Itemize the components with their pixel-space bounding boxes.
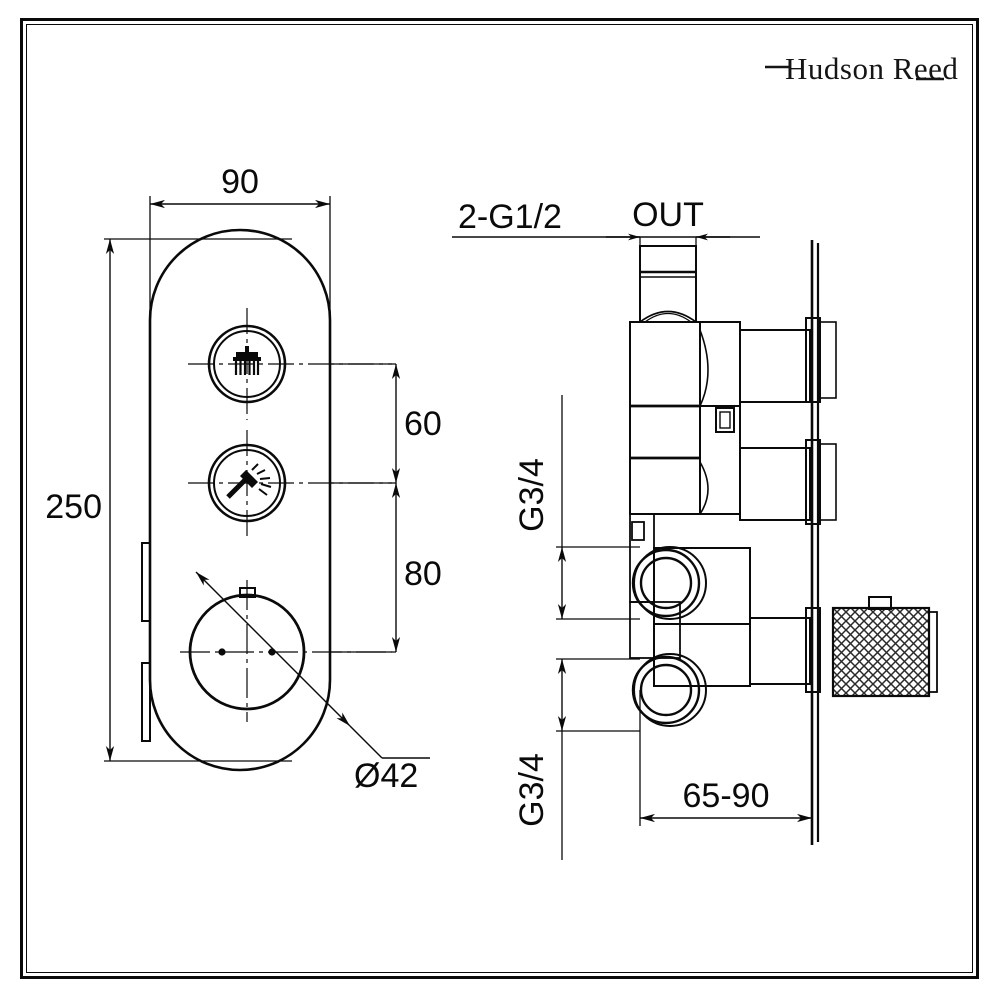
lower-cartridge [749, 607, 821, 693]
dimension-label-90: 90 [221, 163, 259, 201]
dimension-label-out: OUT [632, 196, 704, 234]
dimension-spacing-60: 60 [330, 363, 442, 484]
faceplate-side-tabs [141, 542, 151, 742]
valve-body-upper [629, 321, 741, 515]
faceplate-outline [148, 228, 332, 772]
front-view-centrelines [180, 308, 392, 722]
dimension-upper-g34: G3/4 [513, 395, 640, 620]
outlet-pipe [639, 245, 697, 323]
dimension-label-2-g1-2: 2-G1/2 [458, 198, 562, 236]
upper-cartridge [739, 317, 837, 403]
dimension-outlet: OUT [606, 196, 730, 252]
dimension-label-60: 60 [404, 405, 442, 443]
knurled-handle[interactable] [831, 596, 938, 698]
wall-mounting-plate [810, 240, 820, 845]
handheld-shower-icon [226, 463, 272, 499]
dimension-label-g34-lower: G3/4 [513, 753, 551, 827]
brand-name: Hudson Reed [785, 51, 958, 86]
dimension-inlet-thread: 2-G1/2 [452, 198, 760, 238]
side-boss-detail [715, 407, 735, 433]
middle-cartridge [739, 439, 837, 525]
dimension-label-g34-upper: G3/4 [513, 458, 551, 532]
upper-inlet-port [631, 546, 707, 620]
dimension-width-90: 90 [149, 163, 331, 322]
hudson-reed-logo: Hudson Reed [765, 51, 958, 86]
dimension-label-80: 80 [404, 555, 442, 593]
front-elevation-view: 90 250 60 80 [45, 163, 442, 795]
dimension-label-65-90: 65-90 [683, 777, 770, 815]
dimension-diameter-42: Ø42 [195, 571, 430, 795]
dimension-spacing-80: 80 [330, 483, 442, 653]
dimension-label-250: 250 [45, 488, 102, 526]
dimension-lower-g34: G3/4 [513, 658, 640, 860]
sheet-border [20, 18, 979, 979]
lower-inlet-port [631, 653, 707, 727]
side-section-view: 2-G1/2 OUT G3/4 [452, 196, 938, 860]
dimension-depth-65-90: 65-90 [639, 690, 813, 826]
dimension-height-250: 250 [45, 238, 292, 762]
dimension-label-diameter-42: Ø42 [354, 757, 418, 795]
